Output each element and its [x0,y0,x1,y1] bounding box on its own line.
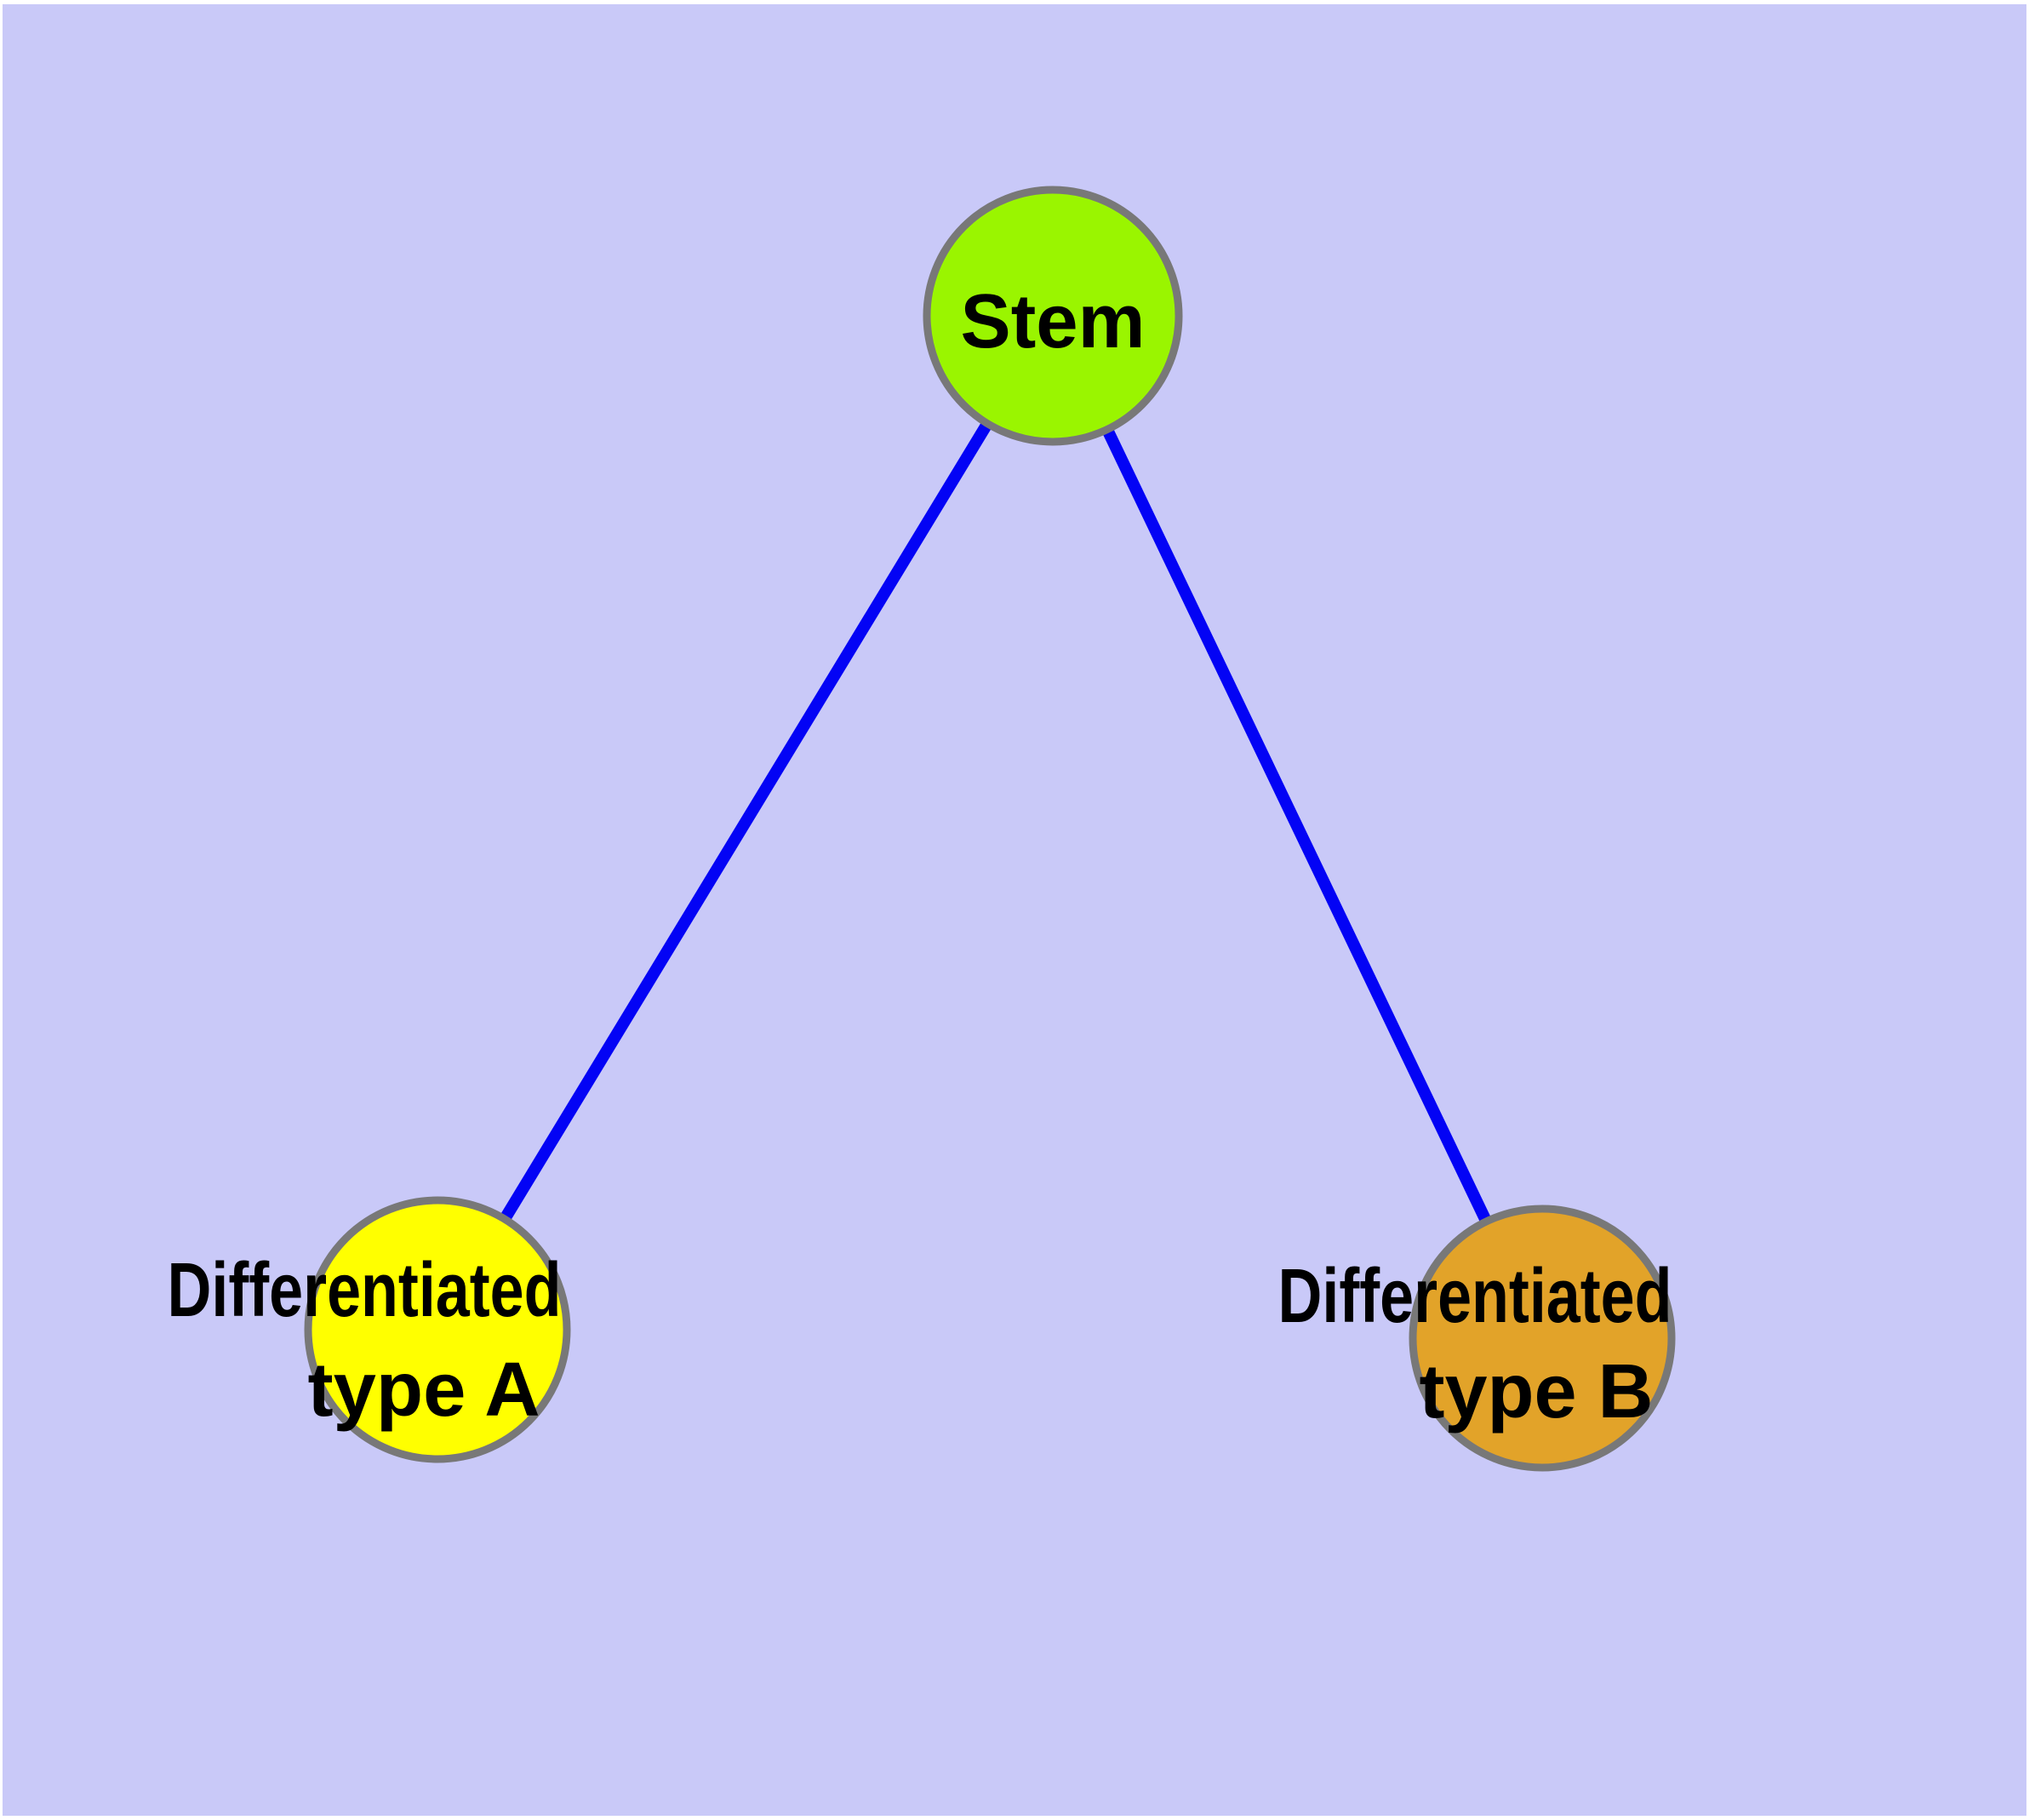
edge-stem-to-type-b [1047,312,1548,1342]
node-type-b-label-line1: Differentiated [1278,1254,1672,1339]
node-stem [923,186,1183,446]
node-type-a-label-line2: type A [308,1348,540,1433]
edge-stem-to-type-a [432,312,1058,1333]
node-type-a-label-line1: Differentiated [168,1248,562,1333]
node-type-b-label-line2: type B [1420,1349,1654,1434]
node-type-b [1409,1205,1676,1472]
node-stem-label: Stem [961,279,1146,364]
node-type-a [304,1196,571,1463]
